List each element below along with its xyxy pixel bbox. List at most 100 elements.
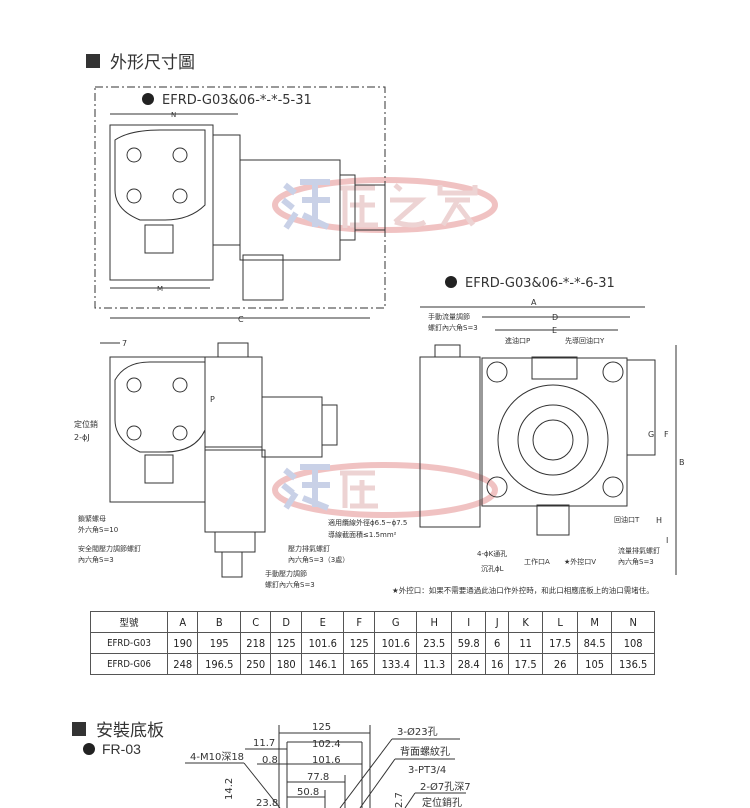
section-title-dimensions: 外形尺寸圖 <box>86 48 195 73</box>
table-cell: 248 <box>166 653 199 675</box>
dimension-table: 型號 A B C D E F G H I J K L M N EFRD-G03 … <box>90 611 655 675</box>
dim-11-7: 11.7 <box>253 738 275 749</box>
header-cell: L <box>542 611 578 633</box>
table-cell: 84.5 <box>576 632 613 654</box>
table-cell: 11.3 <box>416 653 452 675</box>
section-title-text: 外形尺寸圖 <box>110 53 195 73</box>
header-cell: B <box>197 611 241 633</box>
table-cell: 136.5 <box>611 653 655 675</box>
table-cell: 250 <box>239 653 272 675</box>
dim-102-4: 102.4 <box>312 739 341 750</box>
label-lock-nut-s: 外六角S=10 <box>78 525 118 534</box>
baseplate-model-text: FR-03 <box>102 741 141 757</box>
label-pt: 3-PT3/4 <box>408 765 446 776</box>
label-locating-pin-j: 2-ϕJ <box>74 433 90 442</box>
table-cell: 146.1 <box>300 653 345 675</box>
header-cell: N <box>611 611 655 633</box>
table-cell: EFRD-G06 <box>90 653 168 675</box>
technical-drawings: EFRD-G03&06-*-*-5-31 N M C 7 P 定位銷 2-ϕJ … <box>74 86 685 595</box>
label-relief-screw: 安全閥壓力調節螺釘 <box>78 544 141 553</box>
table-cell: 108 <box>611 632 655 654</box>
table-cell: 101.6 <box>300 632 345 654</box>
table-cell: 196.5 <box>197 653 241 675</box>
header-cell: E <box>300 611 345 633</box>
dim-h: H <box>656 516 662 525</box>
label-locating-pin: 定位銷 <box>74 419 98 429</box>
label-bleed-s: 內六角S=3（3處） <box>288 555 349 564</box>
dim-14-2: 14.2 <box>224 778 235 800</box>
model-label-5-31: EFRD-G03&06-*-*-5-31 <box>162 93 312 108</box>
header-cell: A <box>166 611 199 633</box>
header-cell: K <box>507 611 544 633</box>
circle-bullet-icon <box>83 743 95 755</box>
dim-e: E <box>552 326 557 335</box>
header-cell: 型號 <box>90 611 168 633</box>
table-cell: 17.5 <box>507 653 544 675</box>
table-cell: 59.8 <box>450 632 487 654</box>
dim-23-8: 23.8 <box>256 798 278 808</box>
label-thru-hole: 4-ϕK通孔 <box>477 549 507 558</box>
drawing-6-31: EFRD-G03&06-*-*-6-31 A D E B F G H I 手動流… <box>392 276 685 595</box>
dim-0-8: 0.8 <box>262 755 278 766</box>
dim-b: B <box>679 458 685 467</box>
table-cell: 105 <box>576 653 613 675</box>
header-cell: F <box>343 611 375 633</box>
square-bullet-icon <box>86 53 100 68</box>
table-cell: 11 <box>507 632 544 654</box>
header-cell: I <box>450 611 487 633</box>
table-cell: 180 <box>270 653 302 675</box>
dim-125: 125 <box>312 722 331 733</box>
table-row: EFRD-G06 248 196.5 250 180 146.1 165 133… <box>90 653 655 675</box>
label-relief-screw-s: 內六角S=3 <box>78 555 114 564</box>
header-cell: J <box>485 611 509 633</box>
header-cell: M <box>576 611 613 633</box>
table-cell: 133.4 <box>373 653 418 675</box>
label-port-a: 工作口A <box>524 557 550 566</box>
label-port-t: 回油口T <box>614 515 640 524</box>
section-title-text: 安裝底板 <box>96 721 164 741</box>
table-cell: 23.5 <box>416 632 452 654</box>
label-flow-bleed: 流量排氣螺釘 <box>618 546 660 555</box>
port-p-mark: P <box>210 395 215 404</box>
dim-m: M <box>157 285 163 293</box>
label-manual-s: 螺釘內六角S=3 <box>265 580 315 589</box>
table-header-row: 型號 A B C D E F G H I J K L M N <box>90 611 655 633</box>
baseplate-drawing: 125 102.4 11.7 101.6 0.8 77.8 50.8 23.8 … <box>185 722 471 808</box>
model-label-6-31: EFRD-G03&06-*-*-6-31 <box>465 276 615 291</box>
dim-a: A <box>531 298 537 307</box>
label-lock-nut: 鎖緊螺母 <box>78 514 106 523</box>
table-cell: 16 <box>485 653 509 675</box>
table-cell: 125 <box>270 632 302 654</box>
header-cell: D <box>270 611 302 633</box>
label-manual: 手動壓力調節 <box>265 569 307 578</box>
label-port-p: 進油口P <box>505 336 530 345</box>
dim-101-6: 101.6 <box>312 755 341 766</box>
label-port-v: ★外控口V <box>564 557 596 566</box>
label-m10: 4-M10深18 <box>190 751 244 763</box>
table-cell: 165 <box>343 653 375 675</box>
label-holes-23: 3-Ø23孔 <box>397 726 438 738</box>
table-cell: 125 <box>343 632 375 654</box>
dim-d: D <box>552 313 558 322</box>
label-cable2: 導線截面積≤1.5mm² <box>328 530 397 539</box>
label-manual-flow-s: 螺釘內六角S=3 <box>428 323 478 332</box>
dim-n: N <box>171 111 176 119</box>
table-cell: 218 <box>239 632 272 654</box>
table-cell: 101.6 <box>373 632 418 654</box>
label-back-thread: 背面螺紋孔 <box>400 745 450 758</box>
label-pin-hole2: 定位銷孔 <box>422 796 462 808</box>
square-bullet-icon <box>72 721 86 736</box>
label-pin-hole: 2-Ø7孔深7 <box>420 781 471 793</box>
dim-50-8: 50.8 <box>297 787 319 798</box>
table-cell: 190 <box>166 632 199 654</box>
table-cell: 6 <box>485 632 509 654</box>
table-cell: EFRD-G03 <box>90 632 168 654</box>
table-cell: 17.5 <box>542 632 578 654</box>
dim-f: F <box>664 430 669 439</box>
table-row: EFRD-G03 190 195 218 125 101.6 125 101.6… <box>90 632 655 654</box>
drawing-5-31: EFRD-G03&06-*-*-5-31 N M <box>94 86 386 309</box>
header-cell: C <box>239 611 272 633</box>
header-cell: H <box>416 611 452 633</box>
baseplate-model: FR-03 <box>83 741 141 757</box>
label-cable: 適用纜線外徑ϕ6.5~ϕ7.5 <box>328 518 407 527</box>
